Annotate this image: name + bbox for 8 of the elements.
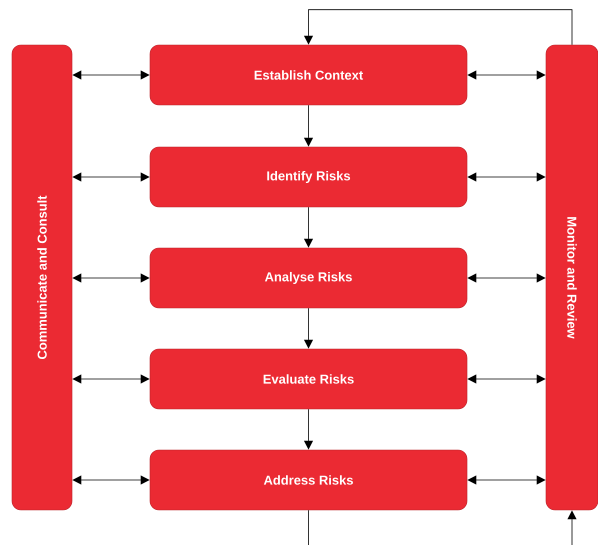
- process-box: Address Risks: [150, 450, 468, 510]
- side-bar: Monitor and Review: [546, 44, 598, 510]
- connector-line: [308, 510, 309, 545]
- process-box: Establish Context: [150, 44, 468, 106]
- process-box: Analyse Risks: [150, 248, 468, 308]
- side-bar: Communicate and Consult: [12, 44, 72, 510]
- process-box: Identify Risks: [150, 146, 468, 208]
- process-box: Evaluate Risks: [150, 348, 468, 410]
